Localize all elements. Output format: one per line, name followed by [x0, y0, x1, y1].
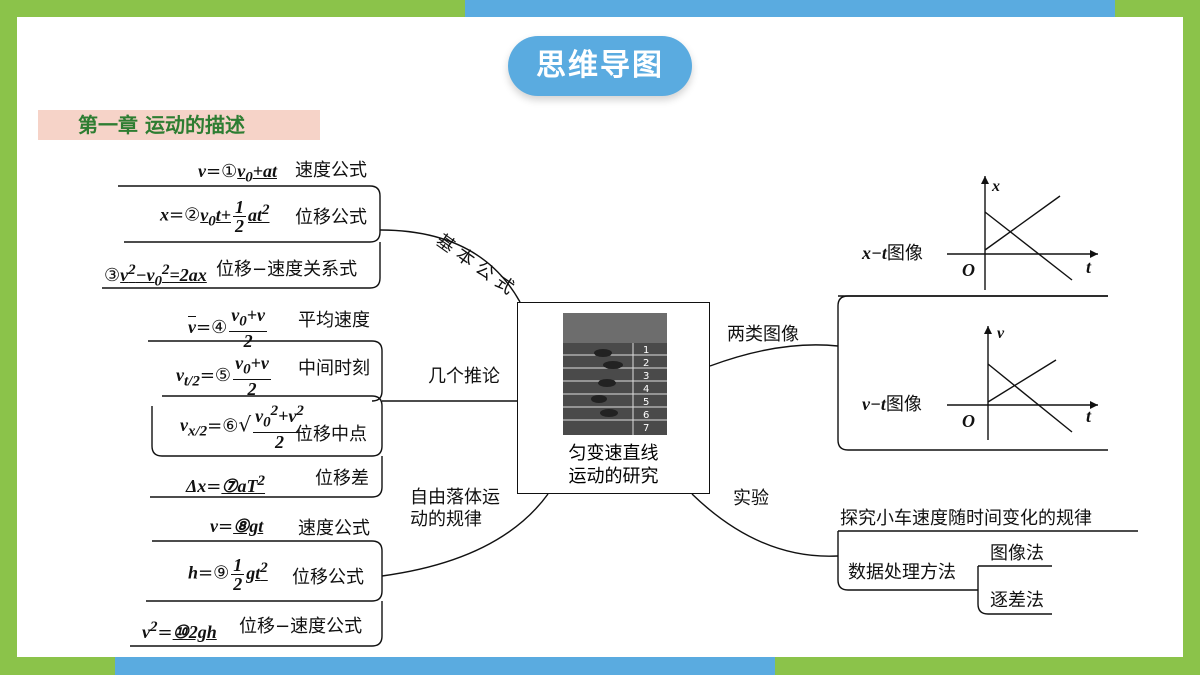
- branch-inferences: 几个推论: [428, 366, 500, 387]
- chapter-heading: 第一章 运动的描述: [38, 110, 320, 140]
- lane-number: 5: [643, 397, 649, 408]
- basic-velocity-label: 速度公式: [295, 160, 367, 181]
- branch-experiment: 实验: [733, 488, 769, 509]
- vt-x-axis-label: t: [1086, 406, 1092, 426]
- experiment-title: 探究小车速度随时间变化的规律: [840, 508, 1092, 529]
- slide-title: 思维导图: [508, 36, 692, 96]
- xt-graph-label: x−t图像: [862, 243, 923, 264]
- inference-midpoint-label: 位移中点: [295, 424, 367, 445]
- lane-number: 2: [643, 358, 649, 369]
- center-title-line1: 匀变速直线: [568, 443, 659, 464]
- inference-average-label: 平均速度: [298, 310, 370, 331]
- vt-y-axis-label: v: [997, 325, 1005, 342]
- branch-freefall-line2: 动的规律: [410, 509, 482, 530]
- xt-y-axis-label: x: [992, 178, 1000, 195]
- frame-bottom-accent: [115, 657, 775, 675]
- basic-vel-disp-label: 位移−速度关系式: [216, 259, 358, 280]
- data-processing-method: 数据处理方法: [848, 562, 956, 583]
- inference-difference-formula: Δx=⑦aT2: [186, 473, 266, 497]
- basic-displacement-label: 位移公式: [295, 207, 367, 228]
- method-successive-difference: 逐差法: [990, 590, 1044, 611]
- frame-top-accent: [465, 0, 1115, 17]
- vt-origin-label: O: [962, 411, 975, 431]
- lane-number: 3: [643, 371, 649, 382]
- freefall-velocity-formula: v=⑧gt: [210, 516, 264, 537]
- sprint-race-photo: 1 2 3 4 5 6 7: [563, 313, 667, 435]
- center-title-line2: 运动的研究: [568, 466, 659, 487]
- method-graph: 图像法: [990, 543, 1044, 564]
- lane-number: 1: [643, 345, 649, 356]
- inference-difference-label: 位移差: [315, 468, 369, 489]
- freefall-displacement-label: 位移公式: [292, 567, 364, 588]
- vt-graph-label: v−t图像: [862, 394, 922, 415]
- lane-number: 6: [643, 410, 649, 421]
- center-topic-node: 1 2 3 4 5 6 7 匀变速直线 运动的研究: [517, 302, 710, 494]
- lane-number: 7: [643, 423, 649, 434]
- track-lanes-graphic: 1 2 3 4 5 6 7: [563, 313, 667, 435]
- basic-vel-disp-formula: ③v2−v02=2ax: [104, 262, 207, 290]
- xt-origin-label: O: [962, 260, 975, 280]
- freefall-velocity-label: 速度公式: [298, 518, 370, 539]
- freefall-vel-disp-label: 位移−速度公式: [239, 616, 363, 637]
- basic-velocity-formula: v=①v0+at: [198, 161, 277, 186]
- xt-x-axis-label: t: [1086, 257, 1092, 277]
- inference-midtime-label: 中间时刻: [298, 358, 370, 379]
- lane-number: 4: [643, 384, 649, 395]
- freefall-vel-disp-formula: v2=⑩2gh: [142, 619, 217, 643]
- branch-graphs: 两类图像: [727, 324, 799, 345]
- branch-freefall-line1: 自由落体运: [410, 487, 500, 508]
